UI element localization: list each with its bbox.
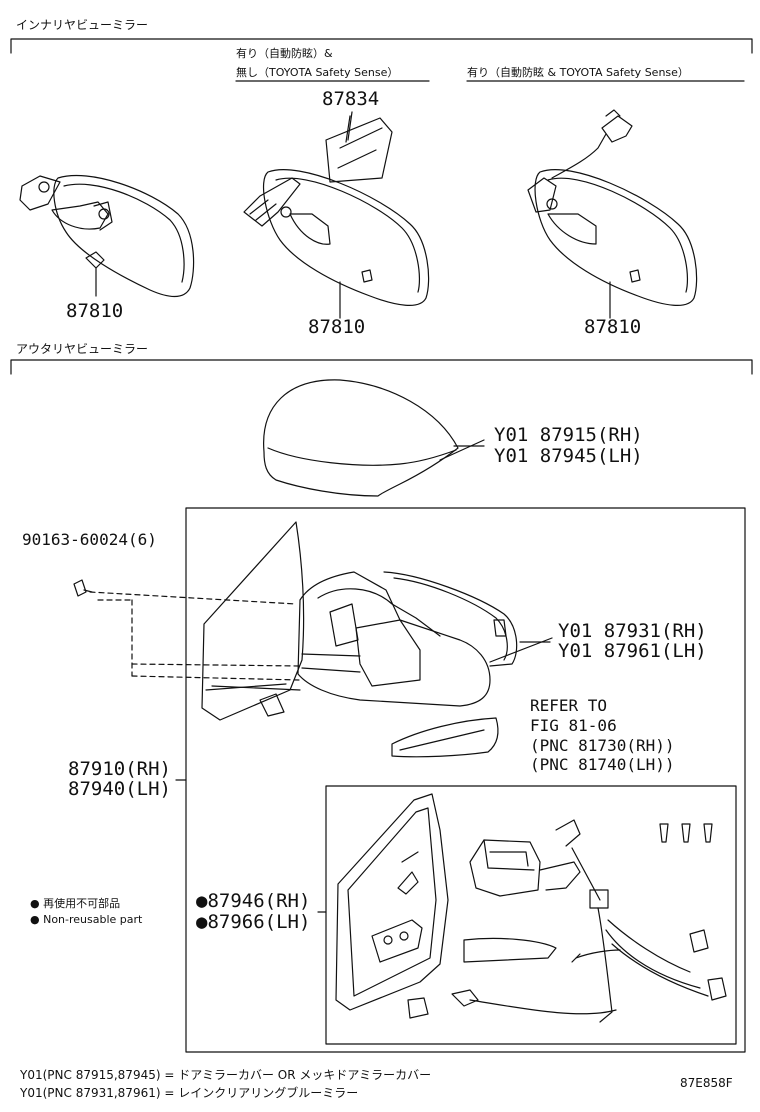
assembly-frame (185, 507, 746, 1053)
footer-note-1: Y01(PNC 87915,87945) = ドアミラーカバー OR メッキドア… (20, 1068, 432, 1082)
non-reusable-rh-label: ●87946(RH) (196, 890, 311, 912)
part-87810-label-3: 87810 (584, 316, 642, 338)
refer-line-1: REFER TO (530, 696, 608, 715)
refer-line-2: FIG 81-06 (530, 716, 617, 735)
part-87810-label-1: 87810 (66, 300, 124, 322)
inner-mirror-1-drawing (19, 174, 195, 298)
outer-mirror-section-title: アウタリヤビューミラー (16, 342, 149, 356)
wire-harness-drawing (407, 889, 727, 1023)
variant-a-caption-line1: 有り（自動防眩）& (236, 47, 333, 60)
screw-drawing (73, 579, 93, 597)
inner-section-bracket (10, 38, 753, 54)
inner-mirror-2-drawing (243, 115, 430, 319)
outer-section-bracket (10, 359, 753, 375)
mirror-motor-drawing (469, 819, 601, 901)
part-87810-label-2: 87810 (308, 316, 366, 338)
lamp-rh-label: Y01 87931(RH) (558, 620, 707, 642)
sub-assembly-frame (325, 785, 737, 1045)
inner-mirror-section-title: インナリヤビューミラー (16, 18, 149, 32)
mirror-cover-drawing (263, 379, 485, 497)
screw-label: 90163-60024(6) (22, 530, 157, 549)
leader-87834 (347, 111, 353, 141)
refer-line-3: (PNC 81730(RH)) (530, 736, 675, 755)
mirror-assembly-drawing (201, 521, 553, 721)
refer-line-4: (PNC 81740(LH)) (530, 755, 675, 774)
non-reusable-lh-label: ●87966(LH) (196, 911, 311, 933)
small-screws-drawing (659, 823, 713, 843)
variant-b-caption: 有り（自動防眩 & TOYOTA Safety Sense） (467, 66, 689, 79)
footer-note-2: Y01(PNC 87931,87961) = レインクリアリングブルーミラー (20, 1086, 359, 1100)
assembly-lh-label: 87940(LH) (68, 778, 171, 800)
legend-jp: ● 再使用不可部品 (30, 897, 121, 910)
assembly-rh-label: 87910(RH) (68, 758, 171, 780)
lamp-lh-label: Y01 87961(LH) (558, 640, 707, 662)
figure-code: 87E858F (680, 1076, 733, 1090)
inner-mirror-3-drawing (527, 109, 698, 319)
legend-en: ● Non-reusable part (30, 913, 143, 926)
variant-a-caption-line2: 無し（TOYOTA Safety Sense） (236, 66, 399, 79)
cover-lh-label: Y01 87945(LH) (494, 445, 643, 467)
cover-rh-label: Y01 87915(RH) (494, 424, 643, 446)
turn-lamp-drawing (391, 717, 499, 758)
screw-leaders (89, 591, 301, 681)
mirror-glass-drawing (335, 793, 449, 1011)
part-87834-label: 87834 (322, 88, 380, 110)
